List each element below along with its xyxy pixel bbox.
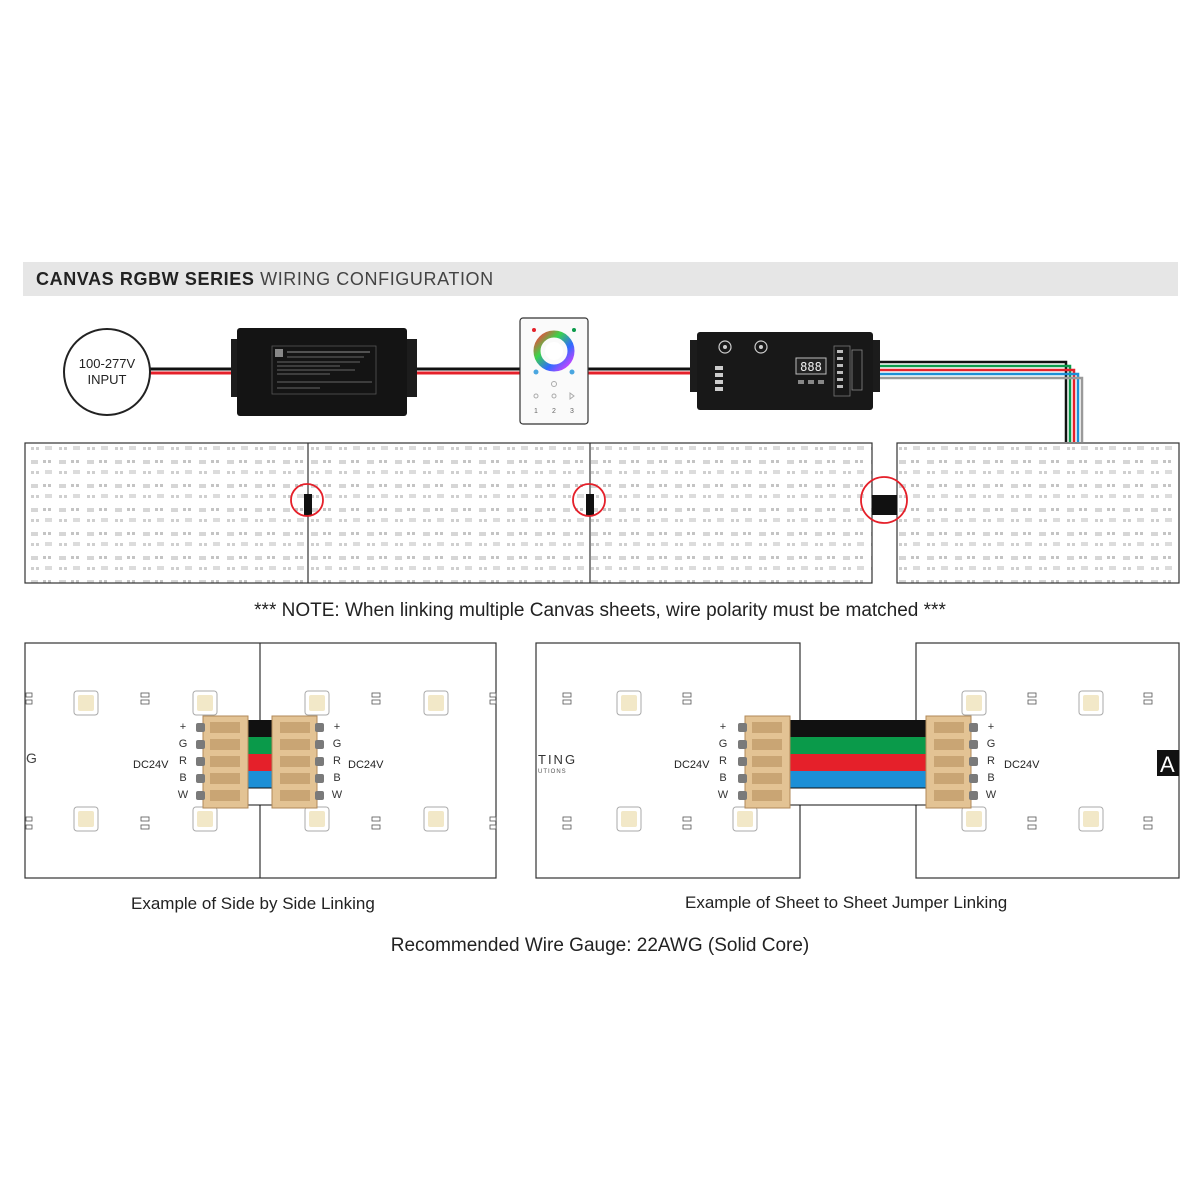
- input-voltage: 100-277V: [78, 356, 136, 371]
- wire-remote-to-controller: [586, 367, 698, 375]
- pin-label-w: W: [332, 789, 343, 801]
- caption-side-by-side: Example of Side by Side Linking: [131, 894, 375, 913]
- canvas-sheets-linked: [24, 442, 873, 584]
- pin-label-plus: +: [334, 721, 340, 733]
- header-bar: [23, 262, 1178, 296]
- pin-label-plus: +: [720, 721, 726, 733]
- page-title: CANVAS RGBW SERIES WIRING CONFIGURATION: [36, 268, 494, 290]
- title-light: WIRING CONFIGURATION: [260, 269, 494, 289]
- pin-label-r: R: [719, 755, 727, 767]
- pin-label-g: G: [333, 738, 342, 750]
- logo-fragment: TING: [538, 752, 577, 767]
- pin-label-g: G: [719, 738, 728, 750]
- svg-text:888: 888: [800, 360, 822, 374]
- voltage-label: DC24V: [1004, 759, 1040, 771]
- canvas-sheet-jumper: [896, 442, 1180, 584]
- input-label: INPUT: [87, 372, 127, 387]
- logo-fragment: UTIONS: [538, 769, 567, 775]
- wire-controller-to-sheet: [876, 360, 1084, 442]
- title-bold: CANVAS RGBW SERIES: [36, 269, 255, 289]
- logo-fragment: A: [1160, 752, 1175, 777]
- detail-side-by-side: + G R B W + G R B W DC24V DC24V G: [24, 642, 497, 879]
- pin-label-b: B: [987, 772, 994, 784]
- pin-label-b: B: [179, 772, 186, 784]
- highlight-circle: [860, 476, 908, 524]
- pin-label-g: G: [987, 738, 996, 750]
- logo-fragment-mark: [1157, 750, 1179, 776]
- pin-label-b: B: [333, 772, 340, 784]
- pin-label-plus: +: [988, 721, 994, 733]
- highlight-circle: [290, 483, 324, 517]
- voltage-label: DC24V: [348, 759, 384, 771]
- remote-button-2: 2: [552, 408, 556, 415]
- pin-label-r: R: [179, 755, 187, 767]
- power-input-circle: 100-277V INPUT: [63, 328, 151, 416]
- highlight-circle: [572, 483, 606, 517]
- wire-input-to-driver: [146, 367, 240, 375]
- rgbw-controller: 888: [690, 332, 880, 410]
- wire-gauge-recommendation: Recommended Wire Gauge: 22AWG (Solid Cor…: [390, 935, 810, 956]
- wire-driver-to-remote: [408, 367, 522, 375]
- polarity-note: *** NOTE: When linking multiple Canvas s…: [254, 600, 946, 621]
- detail-jumper: + G R B W + G R B W DC24V DC24V TING UTI…: [535, 642, 1180, 879]
- pin-label-w: W: [178, 789, 189, 801]
- voltage-label: DC24V: [133, 759, 169, 771]
- voltage-label: DC24V: [674, 759, 710, 771]
- pin-label-r: R: [987, 755, 995, 767]
- pin-label-plus: +: [180, 721, 186, 733]
- canvas-sheets-row: [24, 442, 1180, 584]
- pin-label-r: R: [333, 755, 341, 767]
- pin-label-w: W: [718, 789, 729, 801]
- caption-jumper: Example of Sheet to Sheet Jumper Linking: [685, 893, 1008, 912]
- wall-remote: 1 2 3: [519, 317, 589, 425]
- remote-button-3: 3: [570, 408, 574, 415]
- pin-label-w: W: [986, 789, 997, 801]
- jumper-cable: [872, 495, 897, 515]
- power-driver: [231, 328, 417, 416]
- pin-label-g: G: [179, 738, 188, 750]
- pin-label-b: B: [719, 772, 726, 784]
- logo-fragment: G: [26, 750, 37, 766]
- remote-button-1: 1: [534, 408, 538, 415]
